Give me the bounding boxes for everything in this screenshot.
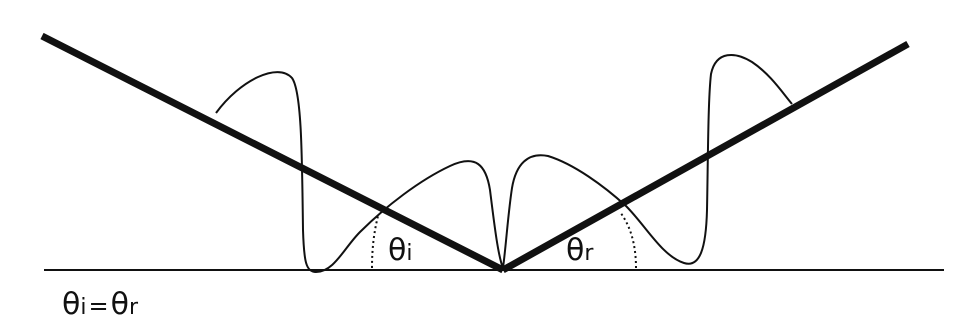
reflection-angle-arc — [619, 211, 637, 269]
theta-r-label: θr — [566, 236, 593, 266]
equation-left-subscript: i — [80, 295, 87, 320]
reflected-ray — [501, 40, 910, 274]
theta-i-subscript: i — [406, 241, 413, 266]
theta-i-label: θi — [388, 236, 412, 266]
theta-r-subscript: r — [584, 241, 594, 266]
incidence-angle-arc — [371, 215, 379, 269]
equation-right-subscript: r — [128, 295, 138, 320]
incident-wave-curve — [215, 71, 504, 273]
theta-r-symbol: θ — [566, 233, 585, 268]
incident-ray — [40, 32, 505, 274]
equation-right-symbol: θ — [110, 287, 129, 322]
reflected-wave-curve — [502, 54, 793, 269]
equation-left-symbol: θ — [62, 287, 81, 322]
equation-equals-sign: = — [88, 292, 109, 320]
reflection-law-equation: θi=θr — [62, 290, 138, 320]
theta-i-symbol: θ — [388, 233, 407, 268]
